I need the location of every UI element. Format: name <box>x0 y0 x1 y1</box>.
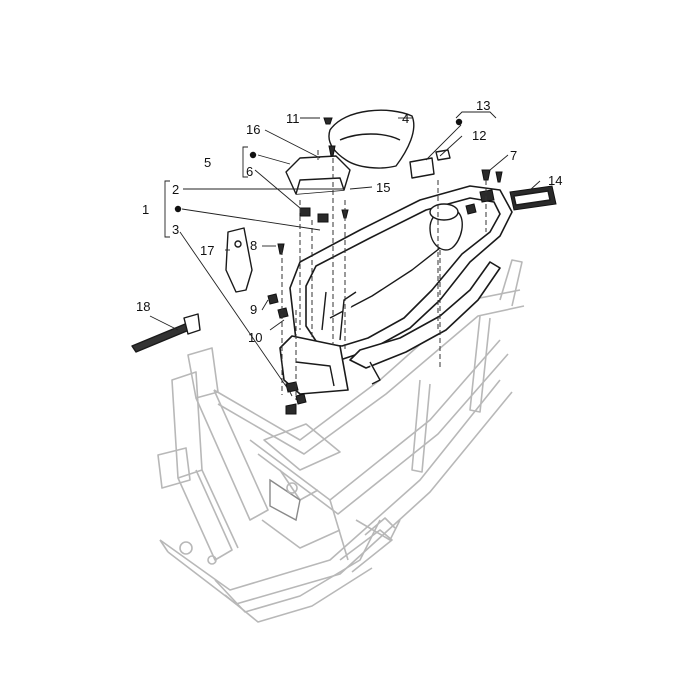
seat-cover <box>328 109 415 169</box>
battery-cover <box>285 155 351 223</box>
reflector-plate <box>509 185 557 211</box>
fasteners <box>174 117 503 415</box>
callout-1: 1 <box>142 202 149 217</box>
callout-10: 10 <box>248 330 262 345</box>
callout-5: 5 <box>204 155 211 170</box>
callout-8: 8 <box>250 238 257 253</box>
leader-lines <box>149 111 541 397</box>
assembly-lines <box>281 150 487 400</box>
bracket-plate <box>225 227 253 293</box>
callout-13: 13 <box>476 98 490 113</box>
helmet-compartment <box>279 185 513 405</box>
callout-11: 11 <box>286 111 300 126</box>
callout-14: 14 <box>548 173 562 188</box>
light-unit <box>409 149 451 179</box>
callout-6: 6 <box>246 164 253 179</box>
callout-7: 7 <box>510 148 517 163</box>
callout-9: 9 <box>250 302 257 317</box>
cable-tie <box>131 313 201 353</box>
callout-4: 4 <box>402 111 409 126</box>
callout-2: 2 <box>172 182 179 197</box>
callout-12: 12 <box>472 128 486 143</box>
callout-labels: 1 2 3 4 5 6 7 8 9 10 11 12 13 14 15 16 1… <box>136 98 562 345</box>
callout-16: 16 <box>246 122 260 137</box>
callout-17: 17 <box>200 243 214 258</box>
callout-15: 15 <box>376 180 390 195</box>
callout-3: 3 <box>172 222 179 237</box>
callout-18: 18 <box>136 299 150 314</box>
scooter-frame <box>157 259 525 623</box>
